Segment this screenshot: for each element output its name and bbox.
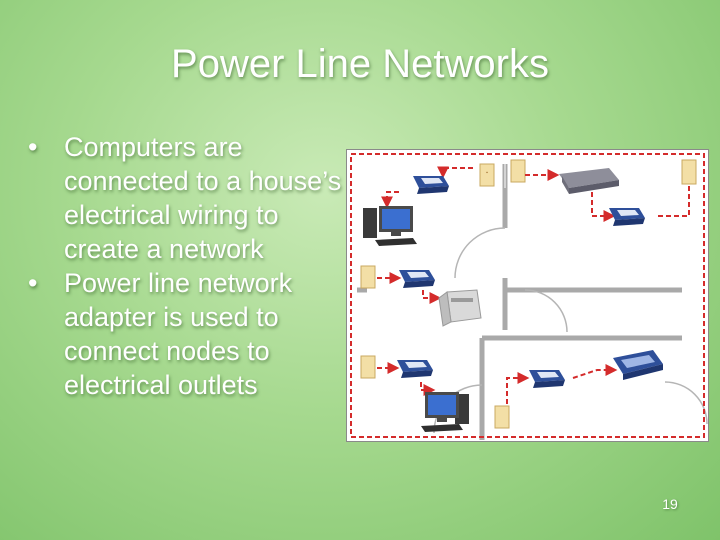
bullet-dot-icon: • (28, 268, 38, 298)
svg-text:▪: ▪ (486, 170, 488, 176)
house-walls (357, 164, 682, 440)
bullet-text: Computers are connected to a house’s ele… (64, 132, 342, 264)
power-line-adapter-icon (399, 270, 435, 288)
outlet-icon (681, 159, 697, 185)
bullet-dot-icon: • (28, 132, 38, 162)
bullet-list: • Computers are connected to a house’s e… (28, 130, 348, 402)
bullet-item: • Computers are connected to a house’s e… (28, 130, 348, 266)
scanner-icon (613, 350, 663, 380)
outlet-icon (510, 159, 526, 183)
outlet-icon (360, 265, 376, 289)
bullet-item: • Power line network adapter is used to … (28, 266, 348, 402)
wiring-connections (377, 166, 690, 404)
power-line-adapter-icon (397, 360, 433, 378)
printer-icon (438, 289, 482, 327)
router-icon (559, 168, 619, 194)
bullet-text: Power line network adapter is used to co… (64, 268, 293, 400)
door-swings (433, 227, 708, 434)
power-line-adapter-icon (413, 176, 449, 194)
desktop-computer-icon (363, 206, 417, 246)
power-line-adapter-icon (529, 370, 565, 388)
power-line-network-diagram: ▪ (346, 149, 709, 442)
page-number: 19 (662, 496, 678, 512)
slide-title: Power Line Networks (171, 42, 549, 86)
outlet-icon (494, 405, 510, 429)
outlet-icon (360, 355, 376, 379)
power-line-adapter-icon (609, 208, 645, 226)
outlet-icon: ▪ (479, 163, 495, 187)
desktop-computer-icon (421, 392, 469, 432)
house-wiring-perimeter (350, 153, 705, 438)
